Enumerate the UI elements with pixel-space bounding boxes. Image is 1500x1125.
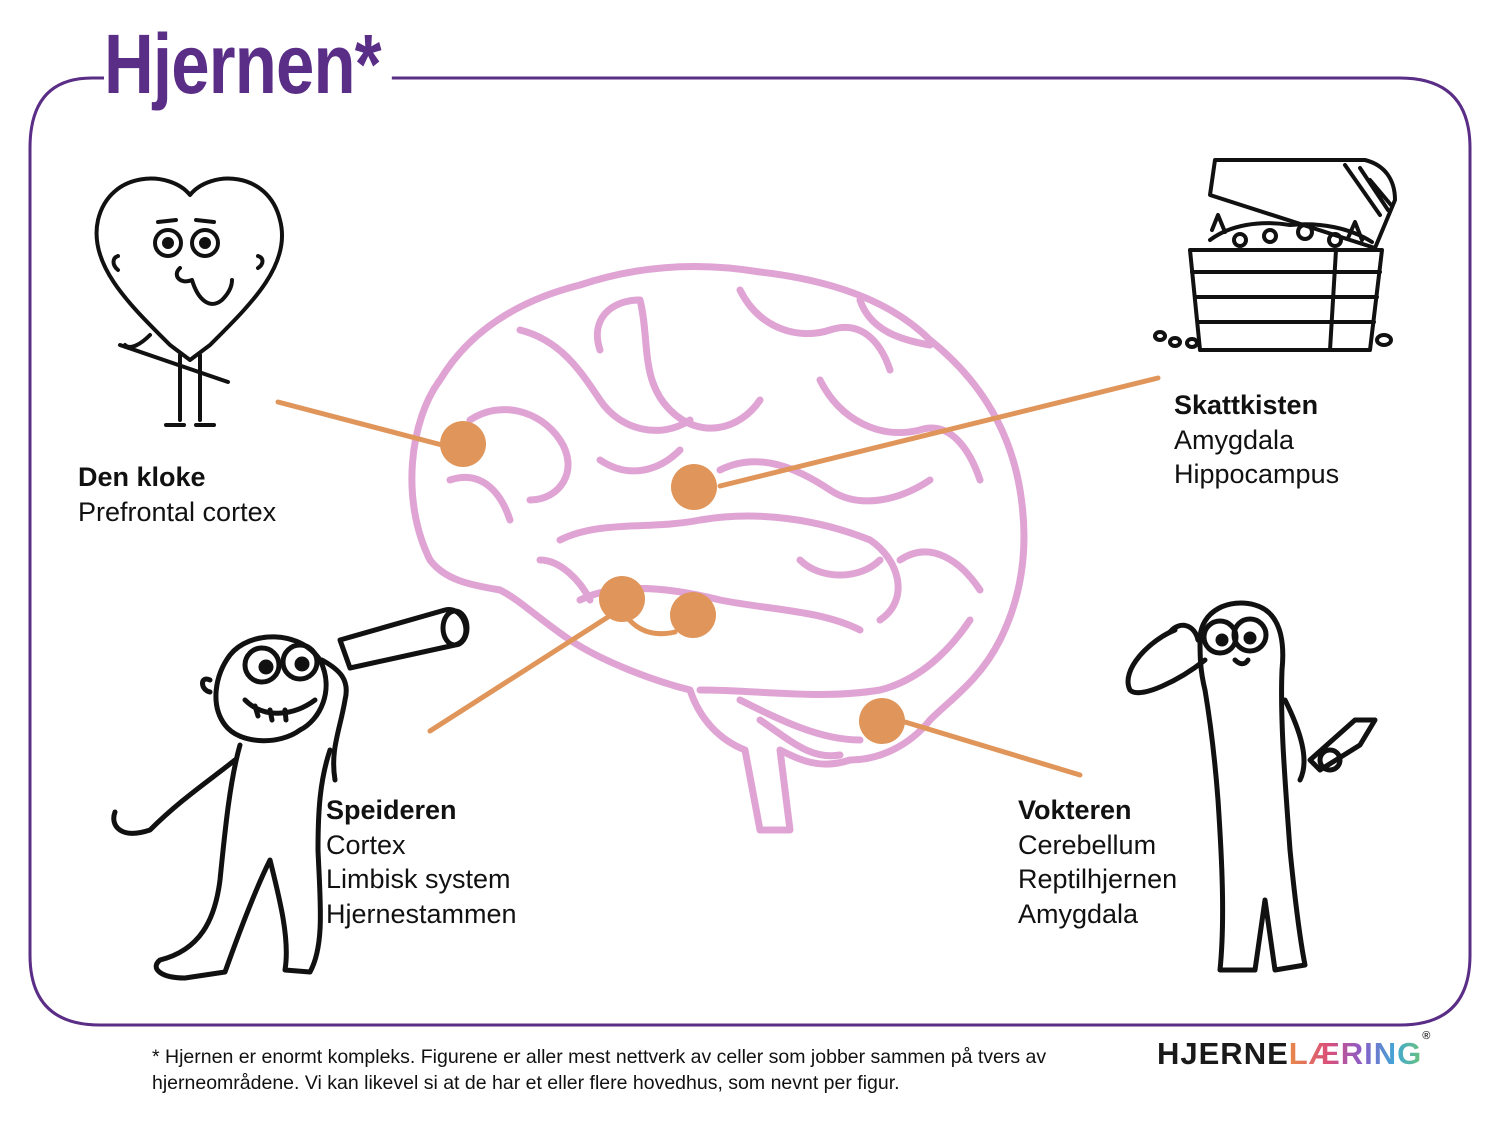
dot-limbic-2 — [670, 592, 716, 638]
label-speideren-line-1: Cortex — [326, 829, 406, 860]
connector-vokteren — [902, 719, 1083, 778]
brain-icon — [408, 262, 1028, 834]
treasure-chest-icon — [1153, 158, 1397, 352]
label-vokteren-line-3: Amygdala — [1018, 898, 1139, 929]
label-den-kloke-head: Den kloke — [78, 462, 206, 492]
label-speideren-line-2: Limbisk system — [326, 864, 511, 894]
label-den-kloke-line-1: Prefrontal cortex — [78, 496, 277, 527]
dot-cortex-top — [671, 464, 717, 510]
logo-part-2: LÆRING — [1288, 1036, 1423, 1071]
label-vokteren-head: Vokteren — [1018, 795, 1132, 825]
label-den-kloke: Den kloke Prefrontal cortex — [78, 460, 276, 529]
label-vokteren: Vokteren Cerebellum Reptilhjernen Amygda… — [1018, 793, 1177, 931]
logo-part-1: HJERNE — [1157, 1036, 1289, 1071]
label-skattkisten-head: Skattkisten — [1174, 390, 1319, 420]
dot-prefrontal — [440, 421, 486, 467]
label-skattkisten-line-1: Amygdala — [1174, 424, 1295, 455]
label-vokteren-line-1: Cerebellum — [1018, 829, 1157, 860]
footnote: * Hjernen er enormt kompleks. Figurene e… — [152, 1046, 1047, 1094]
dot-cerebellum — [859, 698, 905, 744]
connector-speideren — [427, 614, 611, 734]
page-title: Hjernen* — [104, 22, 393, 106]
brand-logo: HJERNELÆRING® — [1157, 1030, 1431, 1072]
connector-den-kloke — [275, 399, 445, 448]
label-vokteren-line-2: Reptilhjernen — [1018, 864, 1178, 894]
wise-heart-character-icon — [94, 176, 284, 427]
brain-dots — [440, 421, 905, 744]
label-speideren-head: Speideren — [326, 795, 457, 825]
frame-border — [28, 76, 1472, 1027]
connector-skattkisten — [717, 375, 1161, 489]
guard-with-trumpet-icon — [1125, 600, 1378, 973]
label-skattkisten: Skattkisten Amygdala Hippocampus — [1174, 388, 1339, 492]
dot-limbic-1 — [599, 576, 645, 622]
label-speideren-line-3: Hjernestammen — [326, 898, 517, 929]
logo-registered-mark: ® — [1422, 1030, 1432, 1042]
label-speideren: Speideren Cortex Limbisk system Hjernest… — [326, 793, 517, 931]
connectors — [275, 375, 1161, 778]
monkey-with-telescope-icon — [111, 607, 470, 981]
label-skattkisten-line-2: Hippocampus — [1174, 459, 1340, 489]
